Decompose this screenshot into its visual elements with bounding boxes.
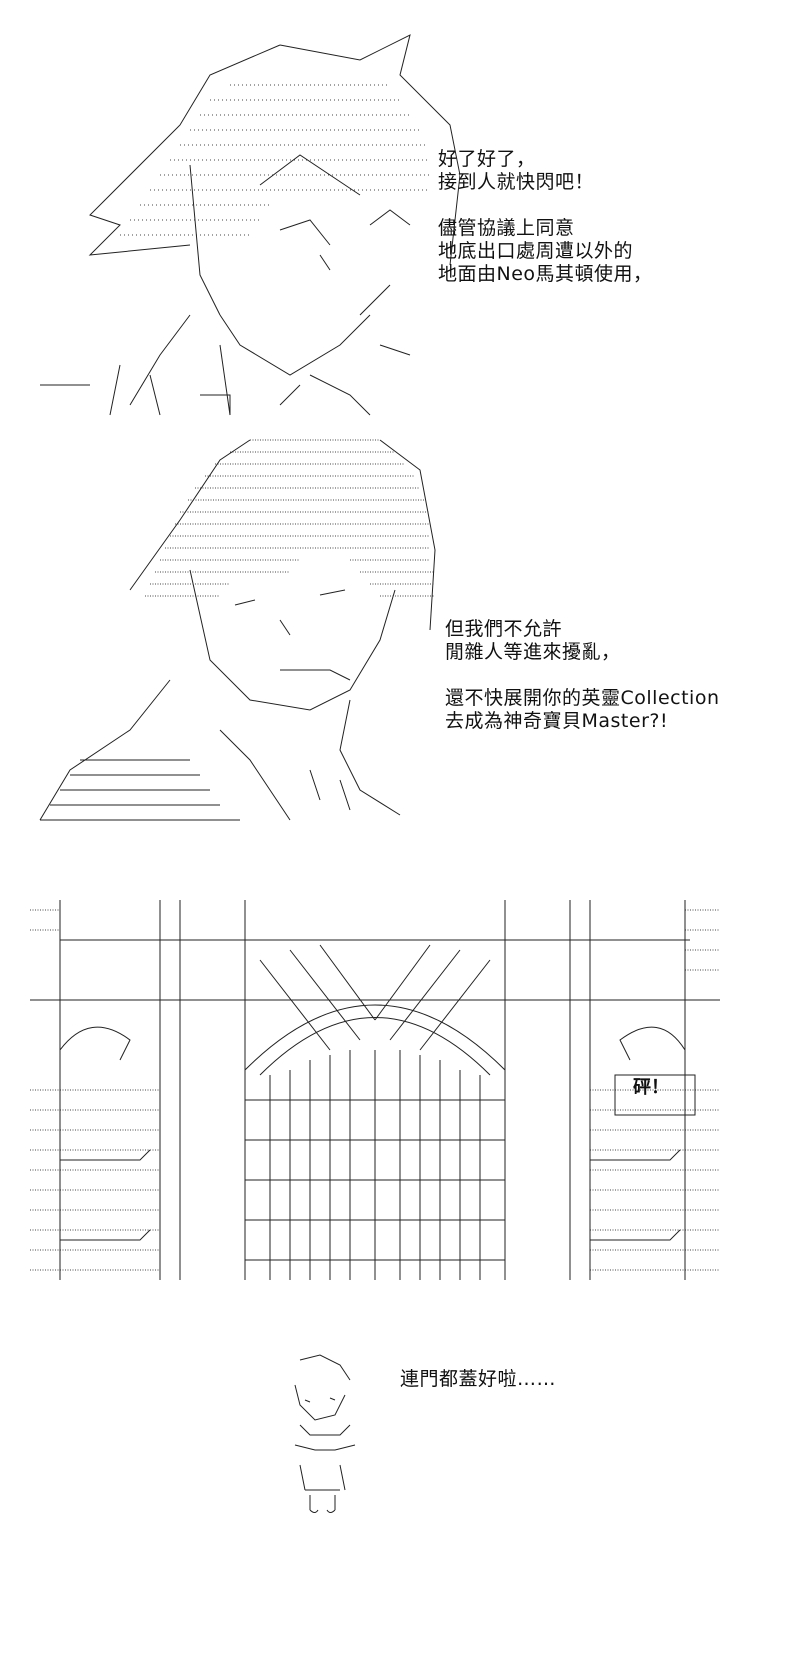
dialogue-line: 地面由Neo馬其頓使用， [438, 263, 653, 285]
dialogue-line: 閒雜人等進來擾亂， [445, 641, 621, 663]
dialogue-line: 儘管協議上同意 [438, 217, 575, 239]
dialogue-2: 但我們不允許 閒雜人等進來擾亂， 還不快展開你的英靈Collection 去成為… [445, 618, 719, 733]
gate-art [30, 900, 720, 1290]
dialogue-line: 好了好了， [438, 148, 536, 170]
dialogue-gap [438, 194, 653, 217]
dialogue-line: 去成為神奇寶貝Master?! [445, 710, 669, 732]
dialogue-line: 地底出口處周遭以外的 [438, 240, 634, 262]
dialogue-line: 連門都蓋好啦…… [400, 1368, 557, 1390]
panel-4: 連門都蓋好啦…… [0, 1350, 800, 1520]
dialogue-gap [445, 664, 719, 687]
small-character-art [280, 1350, 370, 1515]
dialogue-line: 還不快展開你的英靈Collection [445, 687, 720, 709]
dialogue-line: 接到人就快閃吧！ [438, 171, 595, 193]
dialogue-1: 好了好了， 接到人就快閃吧！ 儘管協議上同意 地底出口處周遭以外的 地面由Neo… [438, 148, 653, 286]
panel-3: 砰！ [0, 890, 800, 1300]
character-art-2 [20, 430, 440, 830]
dialogue-4: 連門都蓋好啦…… [400, 1368, 556, 1391]
character-art-1 [30, 15, 460, 435]
dialogue-line: 但我們不允許 [445, 618, 563, 640]
sound-effect: 砰！ [633, 1077, 669, 1098]
panel-1: 好了好了， 接到人就快閃吧！ 儘管協議上同意 地底出口處周遭以外的 地面由Neo… [0, 0, 800, 440]
panel-2: 但我們不允許 閒雜人等進來擾亂， 還不快展開你的英靈Collection 去成為… [0, 430, 800, 830]
